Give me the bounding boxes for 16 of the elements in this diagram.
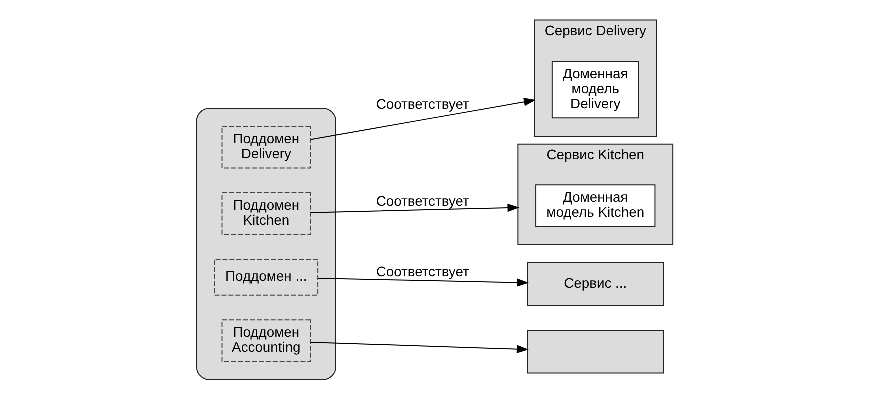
node-box: [527, 330, 664, 374]
edge-label: Соответствует: [376, 264, 470, 280]
arrow: [318, 278, 530, 287]
node-box: Сервис ...: [527, 262, 664, 306]
arrow: [310, 98, 536, 140]
edge-label: Соответствует: [376, 96, 470, 112]
node-box: Поддомен Kitchen: [222, 192, 312, 236]
arrow: [310, 204, 520, 214]
node-box: Поддомен Delivery: [222, 126, 312, 169]
node-box: Доменная модель Delivery: [552, 60, 640, 119]
edge-label: Соответствует: [376, 193, 470, 210]
node-box: Доменная модель Kitchen: [536, 184, 656, 228]
node-box: Поддомен Accounting: [222, 320, 312, 362]
arrow: [310, 342, 529, 354]
node-box: Поддомен ...: [214, 259, 319, 296]
cluster: [196, 108, 336, 380]
